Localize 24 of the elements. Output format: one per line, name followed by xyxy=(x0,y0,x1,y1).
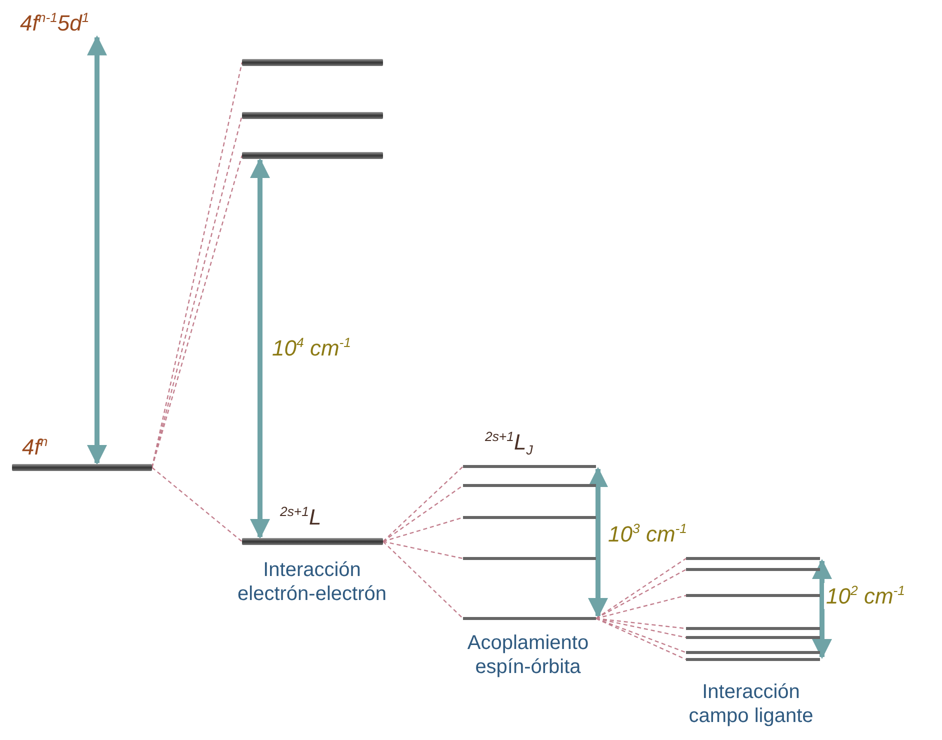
correlation-line xyxy=(596,558,686,619)
state-label: 4f$^{n-1}$5d$^{1}$ xyxy=(20,10,90,36)
correlation-line xyxy=(596,594,686,620)
caption: Interacción electrón-electrón xyxy=(236,558,388,606)
correlation-line xyxy=(382,485,464,542)
caption: Acoplamiento espín-órbita xyxy=(466,631,590,679)
correlation-line xyxy=(382,541,464,619)
double-arrow xyxy=(87,35,107,465)
correlation-line xyxy=(152,467,242,542)
double-arrow xyxy=(250,158,270,539)
correlation-line xyxy=(596,618,686,630)
caption: Interacción campo ligante xyxy=(688,680,814,728)
state-label: $^{2s+1}$L$_{J}$ xyxy=(485,429,533,458)
double-arrow xyxy=(588,467,608,618)
correlation-line xyxy=(382,466,464,542)
state-label: $^{2s+1}$L xyxy=(280,504,322,530)
double-arrow xyxy=(812,559,832,659)
correlation-line xyxy=(596,618,686,654)
correlation-line xyxy=(596,618,686,638)
correlation-line xyxy=(382,540,464,560)
correlation-line xyxy=(596,568,686,620)
state-label: 4f$^{n}$ xyxy=(22,434,48,460)
correlation-line xyxy=(596,618,686,660)
correlation-line xyxy=(382,516,464,542)
